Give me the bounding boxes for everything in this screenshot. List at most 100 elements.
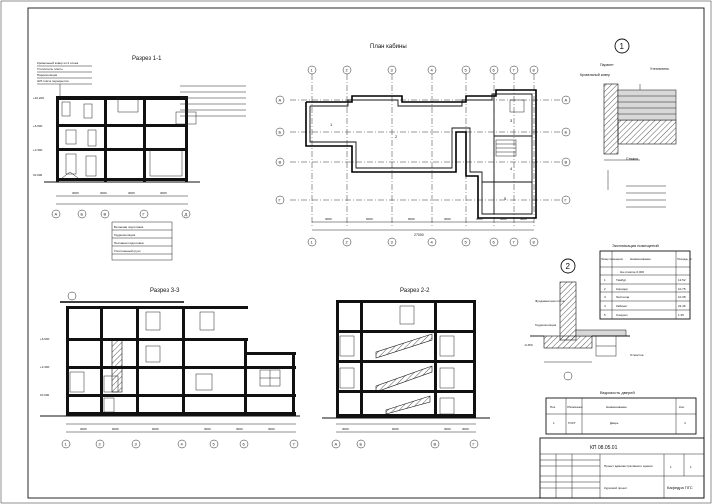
- floor-plan: План кабины 1 2 3 4 5 6 7 8: [275, 44, 571, 247]
- svg-text:3000: 3000: [236, 427, 243, 431]
- floor-plan-title: План кабины: [370, 44, 407, 50]
- svg-text:6: 6: [243, 442, 246, 447]
- svg-text:10.38: 10.38: [678, 295, 686, 299]
- svg-text:Кабинет: Кабинет: [616, 304, 628, 308]
- svg-text:Г: Г: [565, 198, 568, 203]
- svg-text:Тамбур: Тамбур: [616, 278, 627, 282]
- svg-text:4: 4: [431, 68, 434, 73]
- level-label: +10.200: [33, 96, 44, 100]
- svg-text:В: В: [434, 442, 437, 447]
- level-label: +6.600: [40, 337, 50, 341]
- node-2-number: 2: [566, 262, 571, 271]
- svg-text:8: 8: [533, 240, 536, 245]
- stamp-sheet-title: Курсовой проект: [604, 486, 628, 490]
- svg-text:Площадь, м²: Площадь, м²: [677, 258, 692, 261]
- room-number: 5: [504, 196, 507, 201]
- node-2-footing: [543, 335, 593, 349]
- svg-text:3000: 3000: [500, 217, 507, 221]
- level-marks: +10.200 +6.600 +3.300 ±0.000: [33, 96, 44, 177]
- level-label: +3.300: [33, 148, 43, 152]
- section-2-2: Разрез 2-2 3000 6000 3000 3000 А Б В Г: [322, 288, 490, 449]
- level-label: +6.600: [33, 124, 43, 128]
- svg-text:4: 4: [431, 240, 434, 245]
- svg-text:ГОСТ: ГОСТ: [568, 421, 576, 425]
- foundation-slab: [336, 414, 476, 418]
- stair-flight: [375, 333, 433, 359]
- plan-total-dimension: 27000: [414, 233, 424, 237]
- svg-text:3: 3: [135, 442, 138, 447]
- room-number: 4: [510, 166, 513, 171]
- foundation-slab: [66, 412, 296, 416]
- node-1-detail: 1 Кровельный ковер Парапет Утеплитель Ст…: [580, 38, 677, 208]
- section-2-2-title: Разрез 2-2: [400, 288, 430, 294]
- node-1-wall: [603, 83, 619, 155]
- level-label: +3.300: [40, 365, 50, 369]
- room-number: 2: [395, 134, 398, 139]
- stair-flight: [375, 365, 433, 393]
- svg-text:1.35: 1.35: [678, 313, 684, 317]
- window: [65, 129, 77, 145]
- svg-text:3000: 3000: [325, 217, 332, 221]
- explication-title: Экспликация помещений: [612, 243, 659, 248]
- svg-text:12.52: 12.52: [678, 278, 686, 282]
- node-2-marker: [560, 258, 576, 274]
- svg-text:Коридор: Коридор: [616, 287, 628, 291]
- svg-text:2: 2: [604, 287, 606, 291]
- node-1-slab: [617, 119, 677, 145]
- room-number: 3: [510, 118, 513, 123]
- svg-text:А: А: [279, 98, 282, 103]
- svg-text:5: 5: [465, 68, 468, 73]
- inner-wall: [104, 100, 107, 182]
- svg-text:В: В: [565, 160, 568, 165]
- svg-text:6000: 6000: [152, 427, 159, 431]
- svg-text:Б: Б: [81, 212, 84, 217]
- section-1-1-title: Разрез 1-1: [132, 56, 162, 62]
- svg-text:1: 1: [311, 240, 314, 245]
- svg-text:3000: 3000: [520, 217, 527, 221]
- section-marker: [67, 291, 77, 301]
- svg-text:Лестница: Лестница: [616, 295, 630, 299]
- svg-text:5: 5: [465, 240, 468, 245]
- svg-text:4: 4: [604, 304, 606, 308]
- slab: [56, 148, 188, 151]
- section-1-1-legend-top: Кровельный ковер из 2 слоев Утеплитель п…: [37, 61, 92, 96]
- svg-text:3: 3: [391, 68, 394, 73]
- svg-text:6: 6: [493, 68, 496, 73]
- svg-text:Наименование: Наименование: [606, 405, 627, 409]
- svg-text:3000: 3000: [268, 427, 275, 431]
- svg-text:10.75: 10.75: [678, 287, 686, 291]
- svg-text:7: 7: [293, 442, 296, 447]
- svg-text:Номер помещения: Номер помещения: [601, 258, 623, 261]
- svg-text:3000: 3000: [204, 427, 211, 431]
- stair-run: [111, 339, 123, 393]
- door: [65, 153, 77, 175]
- svg-text:Г: Г: [279, 198, 282, 203]
- section-3-3: Разрез 3-3 +6.600 +3.300 ±0.000 3000 600: [40, 288, 300, 449]
- svg-text:Б: Б: [279, 130, 282, 135]
- svg-text:3000: 3000: [476, 217, 483, 221]
- svg-text:Г: Г: [143, 212, 146, 217]
- svg-text:7: 7: [513, 240, 516, 245]
- node-1-marker: [614, 38, 630, 54]
- slab: [56, 124, 188, 127]
- node-2-wall: [559, 281, 577, 341]
- door: [85, 155, 97, 177]
- section-1-1: Разрез 1-1 Кровельный ковер из 2 слоев У…: [33, 56, 246, 261]
- slab: [66, 394, 296, 397]
- svg-text:2: 2: [346, 240, 349, 245]
- plan-inner-walls: [309, 93, 533, 215]
- room-number: 1: [330, 122, 333, 127]
- svg-text:Б: Б: [360, 442, 363, 447]
- svg-text:2: 2: [346, 68, 349, 73]
- plan-axis-bottom: 1 2 3 4 5 6 7 8: [307, 237, 539, 247]
- node-1-label: Кровельный ковер: [580, 73, 610, 77]
- stair-flight: [385, 395, 431, 415]
- node-1-insulation: [617, 89, 677, 121]
- svg-text:3000: 3000: [444, 427, 451, 431]
- plan-outer-walls: [305, 89, 537, 219]
- stamp-sheet-number: 1: [670, 465, 672, 469]
- stamp-dept: Кафедра ПГС: [667, 485, 693, 490]
- svg-text:В: В: [104, 212, 107, 217]
- door-table-title: Ведомость дверей: [600, 390, 635, 395]
- svg-text:Дверь: Дверь: [610, 421, 619, 425]
